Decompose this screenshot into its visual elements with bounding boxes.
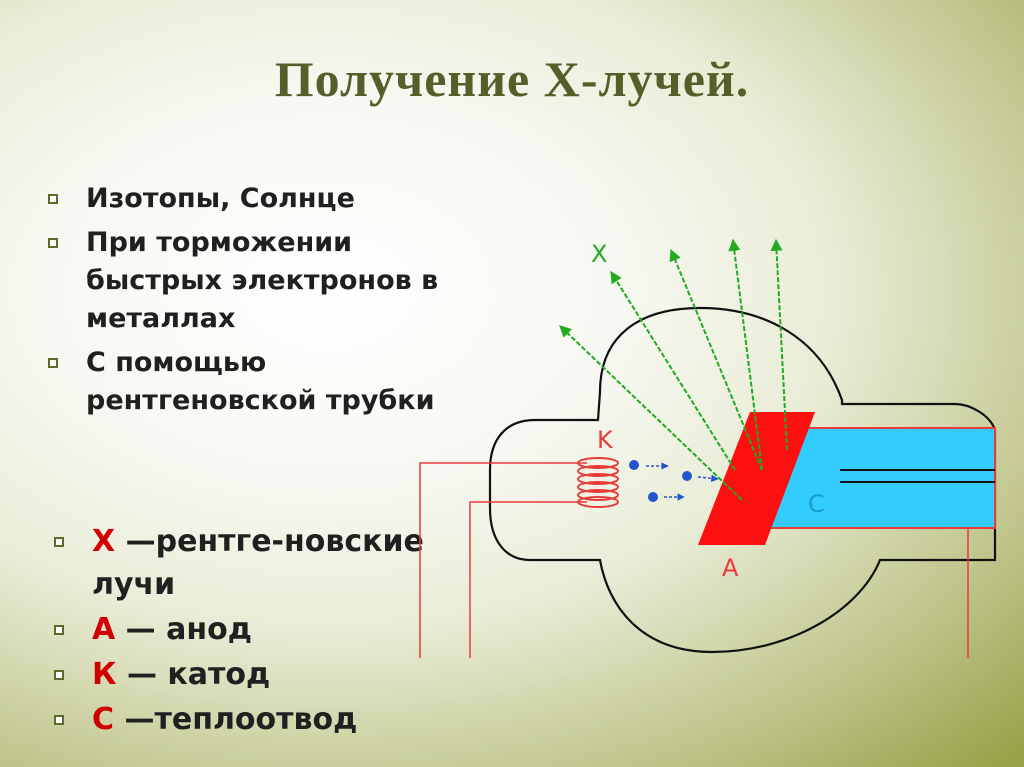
legend-item: К — катод	[52, 653, 472, 696]
electron-beam	[629, 460, 719, 502]
square-bullet-icon	[54, 715, 64, 725]
cathode-coil-icon	[577, 457, 619, 508]
legend-key: К	[92, 657, 117, 692]
legend-text: анод	[166, 612, 252, 647]
electron-arrow	[697, 474, 719, 483]
electron-dot	[682, 471, 692, 481]
square-bullet-icon	[48, 238, 58, 248]
square-bullet-icon	[54, 670, 64, 680]
list-item: При торможении быстрых электронов в мета…	[46, 224, 486, 338]
legend-item: С —теплоотвод	[52, 698, 472, 741]
xray-arrow	[669, 248, 763, 471]
square-bullet-icon	[48, 358, 58, 368]
label-a: A	[722, 554, 739, 582]
list-item: Изотопы, Солнце	[46, 180, 486, 218]
heatsink-block	[768, 427, 996, 529]
xray-arrow	[770, 238, 788, 451]
legend-sep: —	[114, 702, 155, 737]
label-k: K	[597, 426, 614, 454]
list-item: С помощью рентгеновской трубки	[46, 344, 486, 420]
legend-text: рентге-новские лучи	[92, 524, 424, 602]
legend-text: теплоотвод	[154, 702, 358, 737]
square-bullet-icon	[54, 625, 64, 635]
legend-sep: —	[115, 524, 156, 559]
page-title: Получение Х-лучей.	[274, 51, 750, 107]
xray-arrow	[610, 270, 736, 471]
legend-text: катод	[167, 657, 271, 692]
label-x: X	[591, 240, 607, 268]
wire	[419, 462, 587, 658]
label-c: C	[808, 490, 825, 518]
legend-key: А	[92, 612, 116, 647]
legend-sep: —	[116, 657, 168, 692]
legend-sep: —	[115, 612, 167, 647]
legend-key: Х	[92, 524, 116, 559]
xray-arrow	[728, 238, 763, 471]
square-bullet-icon	[48, 194, 58, 204]
square-bullet-icon	[54, 537, 64, 547]
legend-item: А — анод	[52, 608, 472, 651]
legend-list: Х —рентге-новские лучи А — анод К — като…	[52, 520, 472, 743]
sources-list: Изотопы, Солнце При торможении быстрых э…	[46, 180, 486, 426]
electron-dot	[648, 492, 658, 502]
legend-item: Х —рентге-новские лучи	[52, 520, 472, 606]
legend-key: С	[92, 702, 115, 737]
glass-bulb	[488, 306, 997, 654]
wire	[469, 501, 587, 658]
electron-dot	[629, 460, 639, 470]
